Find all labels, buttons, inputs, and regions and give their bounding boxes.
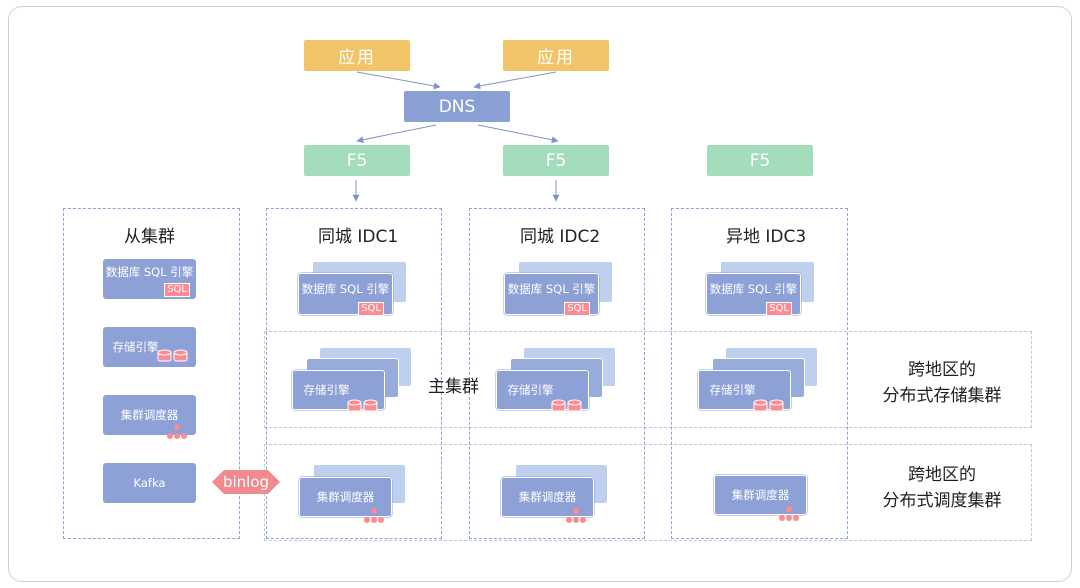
- sql-tag: SQL: [358, 302, 384, 316]
- database-icon: [347, 399, 378, 412]
- idc3-sql-engine-card: 数据库 SQL 引擎 SQL: [706, 273, 801, 316]
- idc2-title: 同城 IDC2: [520, 227, 601, 247]
- arrow-icon: [356, 71, 441, 90]
- storage-label: 存储引擎: [303, 383, 350, 397]
- main-cluster-label: 主集群: [428, 377, 479, 397]
- idc2-scheduler-card: 集群调度器: [501, 477, 594, 523]
- scheduler-label: 集群调度器: [731, 488, 790, 502]
- cluster-nodes-icon: [779, 506, 799, 521]
- idc3-title: 异地 IDC3: [726, 227, 807, 247]
- scheduler-label: 集群调度器: [316, 490, 375, 504]
- sql-tag: SQL: [164, 283, 190, 297]
- scheduler-band-line2: 分布式调度集群: [882, 491, 1002, 511]
- idc1-box: [266, 208, 442, 539]
- f5-box-2: F5: [503, 145, 609, 176]
- storage-cluster-band: [264, 331, 1032, 428]
- f5-box-1: F5: [304, 145, 410, 176]
- binlog-arrow: binlog: [212, 470, 280, 494]
- arrow-icon: [473, 71, 557, 90]
- scheduler-band-label: 跨地区的 分布式调度集群: [872, 462, 1012, 514]
- app-box-2: 应用: [503, 40, 609, 71]
- slave-sql-engine-card: 数据库 SQL 引擎 SQL: [103, 259, 196, 299]
- storage-label: 存储引擎: [507, 383, 554, 397]
- idc2-storage-card: 存储引擎: [496, 370, 589, 412]
- database-icon: [551, 399, 582, 412]
- storage-label: 存储引擎: [709, 383, 756, 397]
- cluster-nodes-icon: [364, 508, 384, 523]
- idc1-sql-engine-card: 数据库 SQL 引擎 SQL: [298, 273, 393, 316]
- idc1-scheduler-card: 集群调度器: [299, 477, 392, 523]
- app-box-1: 应用: [304, 40, 410, 71]
- scheduler-band-line1: 跨地区的: [908, 465, 976, 485]
- sql-engine-label: 数据库 SQL 引擎: [507, 282, 596, 296]
- storage-band-line2: 分布式存储集群: [882, 386, 1002, 406]
- arrow-icon: [356, 124, 437, 144]
- idc3-box: [671, 208, 848, 539]
- database-icon: [753, 399, 784, 412]
- sql-engine-label: 数据库 SQL 引擎: [301, 282, 390, 296]
- idc1-storage-card: 存储引擎: [292, 370, 385, 412]
- sql-engine-label: 数据库 SQL 引擎: [709, 282, 798, 296]
- idc2-sql-engine-card: 数据库 SQL 引擎 SQL: [504, 273, 599, 316]
- sql-tag: SQL: [564, 302, 590, 316]
- idc3-scheduler-card: 集群调度器: [714, 475, 807, 521]
- idc3-storage-card: 存储引擎: [698, 370, 791, 412]
- storage-band-label: 跨地区的 分布式存储集群: [872, 357, 1012, 409]
- kafka-card: Kafka: [103, 463, 196, 503]
- scheduler-label: 集群调度器: [518, 490, 577, 504]
- slave-storage-card: 存储引擎: [103, 327, 196, 367]
- scheduler-label: 集群调度器: [120, 408, 179, 422]
- dns-box: DNS: [404, 91, 510, 122]
- slave-scheduler-card: 集群调度器: [103, 395, 196, 439]
- database-icon: [157, 349, 188, 362]
- storage-band-line1: 跨地区的: [908, 360, 976, 380]
- sql-engine-label: 数据库 SQL 引擎: [105, 265, 194, 279]
- slave-cluster-title: 从集群: [124, 227, 175, 247]
- idc1-title: 同城 IDC1: [318, 227, 399, 247]
- f5-box-3: F5: [707, 145, 813, 176]
- storage-label: 存储引擎: [112, 340, 159, 354]
- idc2-box: [469, 208, 645, 539]
- slave-cluster-box: [63, 208, 240, 539]
- cluster-nodes-icon: [167, 424, 187, 439]
- sql-tag: SQL: [766, 302, 792, 316]
- cluster-nodes-icon: [566, 508, 586, 523]
- arrow-icon: [477, 124, 559, 144]
